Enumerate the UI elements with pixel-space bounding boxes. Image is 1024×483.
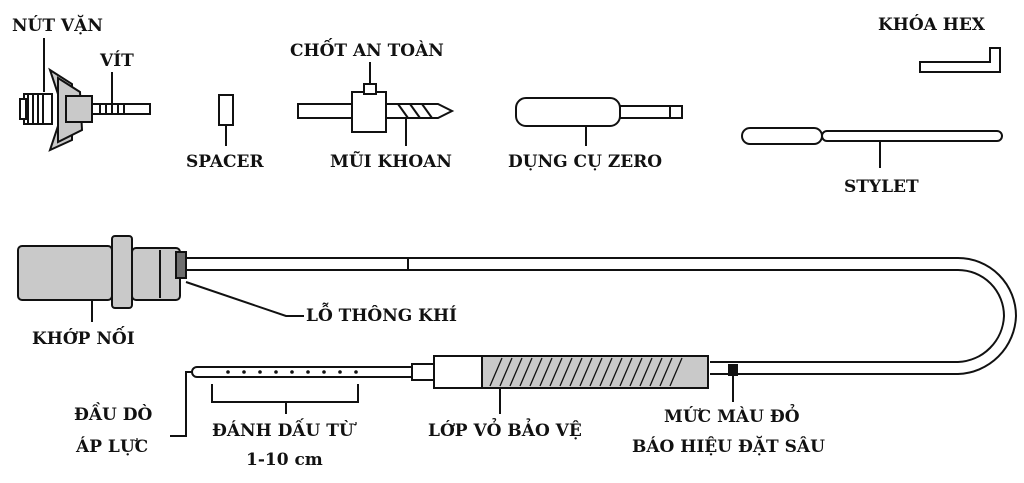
hex-key-label: KHÓA HEX bbox=[878, 14, 986, 35]
safety-pin-label: CHỐT AN TOÀN bbox=[290, 38, 444, 61]
drill-bit-label: MŨI KHOAN bbox=[330, 150, 452, 172]
markings-bracket bbox=[211, 384, 359, 403]
vent-hole-label: LỖ THÔNG KHÍ bbox=[306, 303, 457, 326]
probe-tip-label-line1: ĐẦU DÒ bbox=[74, 402, 153, 425]
stylet-drawing bbox=[741, 127, 1003, 145]
red-mark-label-line2: BÁO HIỆU ĐẶT SÂU bbox=[632, 436, 825, 457]
red-mark-label-line1: MỨC MÀU ĐỎ bbox=[664, 404, 800, 427]
stylet-label: STYLET bbox=[844, 177, 919, 197]
spacer-label: SPACER bbox=[186, 152, 265, 172]
knob-label: NÚT VẶN bbox=[12, 15, 103, 36]
hex-key-drawing bbox=[919, 47, 1001, 73]
screw-label: VÍT bbox=[99, 50, 134, 71]
knob-assembly-drawing bbox=[19, 67, 151, 152]
zero-tool-label: DỤNG CỤ ZERO bbox=[508, 152, 662, 172]
probe-cable-drawing bbox=[17, 235, 1018, 389]
spacer-drawing bbox=[218, 94, 234, 126]
probe-tip-leader bbox=[170, 371, 192, 437]
markings-label-line1: ĐÁNH DẤU TỪ bbox=[212, 418, 357, 441]
zero-tool-drawing bbox=[515, 97, 683, 127]
connector-label: KHỚP NỐI bbox=[32, 326, 135, 349]
probe-tip-label-line2: ÁP LỰC bbox=[75, 436, 148, 457]
markings-label-line2: 1-10 cm bbox=[246, 450, 323, 470]
drill-bit-drawing bbox=[297, 83, 455, 133]
vent-hole-leader bbox=[185, 281, 304, 317]
sheath-label: LỚP VỎ BẢO VỆ bbox=[428, 418, 582, 441]
